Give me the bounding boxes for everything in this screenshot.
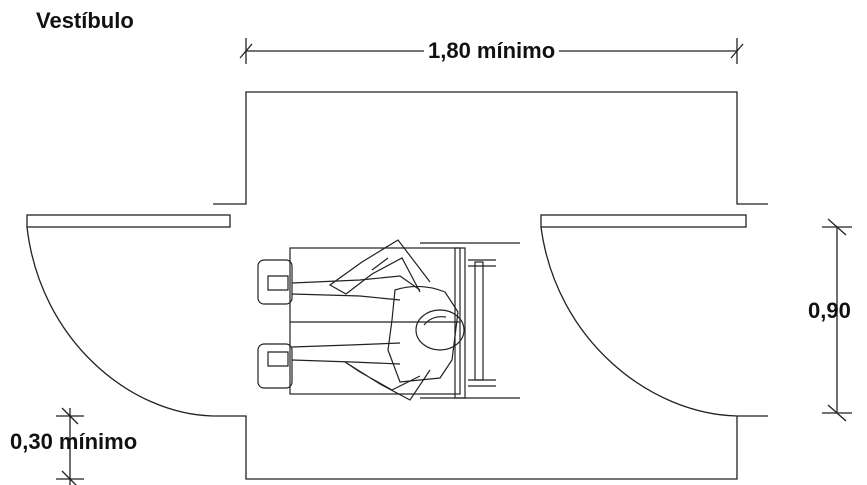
side-clearance-dimension	[56, 407, 84, 485]
right-door-swing-arc	[540, 226, 738, 417]
door-width-dimension	[822, 218, 852, 422]
wheelchair-user-figure	[257, 239, 520, 401]
upper-wall	[213, 91, 768, 205]
lower-wall	[213, 415, 768, 480]
left-door-swing-arc	[26, 226, 214, 417]
door-width-label: 0,90	[808, 298, 851, 323]
side-clearance-label: 0,30 mínimo	[10, 429, 138, 454]
vestibule-width-label: 1,80 mínimo	[424, 38, 560, 64]
left-door-leaf	[26, 214, 231, 228]
drawing-title: Vestíbulo	[36, 8, 134, 33]
right-door-leaf	[540, 214, 747, 228]
